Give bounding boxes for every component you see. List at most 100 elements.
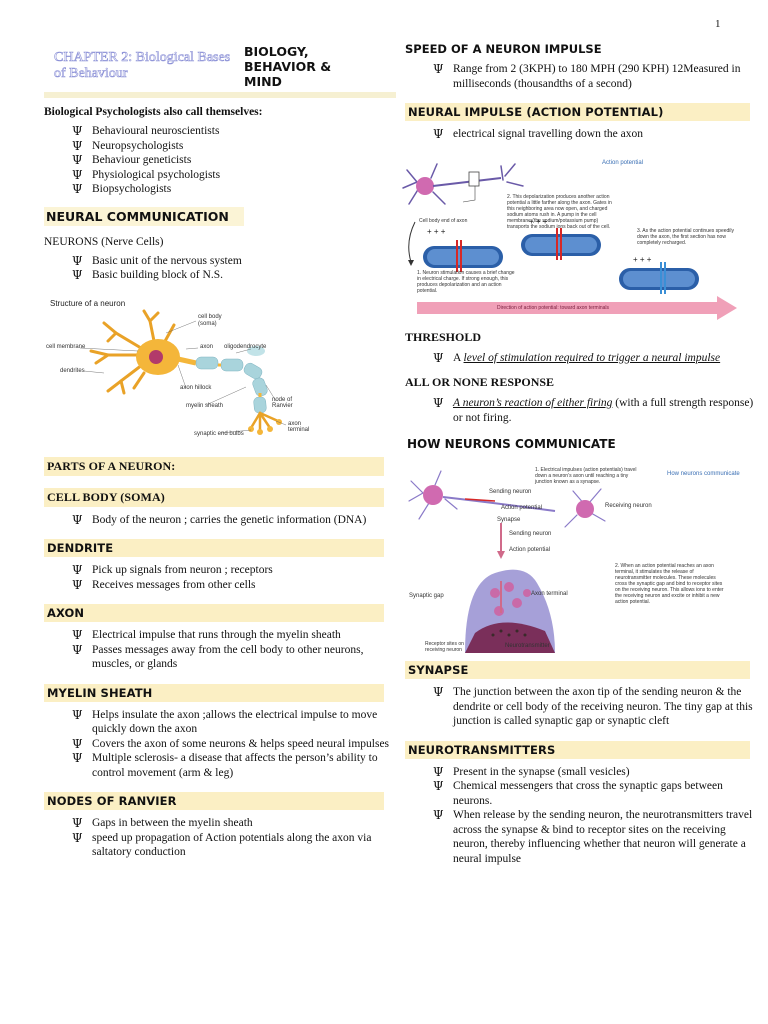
psi-bullet-icon: Ψ bbox=[433, 685, 444, 699]
how-neurons-communicate-heading: HOW NEURONS COMMUNICATE bbox=[405, 435, 645, 453]
label-synapse: Synapse bbox=[497, 517, 521, 523]
ap-step-1: 1. Neuron stimulation causes a brief cha… bbox=[417, 269, 515, 294]
label-receptor-sites: Receptor sites on receiving neuron bbox=[425, 641, 464, 653]
section-heading-dendrite: DENDRITE bbox=[44, 539, 384, 557]
document-header: CHAPTER 2: Biological Bases of Behaviour… bbox=[44, 40, 396, 98]
header-underline bbox=[44, 92, 396, 98]
section-heading-myelin-sheath: MYELIN SHEATH bbox=[44, 683, 384, 702]
document-title: BIOLOGY, BEHAVIOR & MIND bbox=[244, 44, 332, 89]
ap-step-3: 3. As the action potential continues spe… bbox=[637, 227, 735, 246]
psi-bullet-icon: Ψ bbox=[72, 577, 83, 592]
label-dendrites: dendrites bbox=[60, 367, 85, 374]
neuron-structure-figure: Structure of a neuron cell body (soma) c… bbox=[46, 293, 336, 443]
label-axon-hillock: axon hillock bbox=[180, 384, 212, 391]
neurons-label: NEURONS (Nerve Cells) bbox=[44, 235, 164, 248]
ap-figure-title: Action potential bbox=[602, 159, 644, 166]
all-or-none-heading: ALL OR NONE RESPONSE bbox=[405, 375, 555, 389]
parts-of-neuron-heading: PARTS OF A NEURON: bbox=[44, 456, 384, 476]
svg-text:+ + +: + + + bbox=[633, 255, 652, 264]
neuron-communication-figure: 1. Electrical impulses (action potential… bbox=[405, 463, 750, 653]
neuron-figure-title: Structure of a neuron bbox=[50, 298, 126, 308]
label-oligodendrocyte: oligodendrocyte bbox=[224, 343, 267, 350]
psi-bullet-icon: Ψ bbox=[72, 253, 83, 268]
psi-bullet-icon: Ψ bbox=[72, 182, 83, 196]
svg-text:+ + +: + + + bbox=[427, 227, 446, 236]
psi-bullet-icon: Ψ bbox=[433, 350, 444, 365]
psi-bullet-icon: Ψ bbox=[433, 62, 444, 76]
label-action-potential: Action potential bbox=[501, 505, 543, 511]
intro-text: Biological Psychologists also call thems… bbox=[44, 106, 263, 118]
section-heading-axon: AXON bbox=[44, 604, 384, 622]
comm-caption-2: 2. When an action potential reaches an a… bbox=[615, 563, 724, 605]
action-potential-figure: + + + + + + + + + Action potential Cell … bbox=[397, 152, 749, 322]
psi-bullet-icon: Ψ bbox=[72, 124, 83, 138]
label-sending-neuron: Sending neuron bbox=[489, 489, 532, 495]
label-action-potential-2: Action potential bbox=[509, 547, 551, 553]
psi-bullet-icon: Ψ bbox=[72, 512, 83, 527]
list-item: Ψ A neuron’s reaction of either firing (… bbox=[433, 396, 754, 424]
neural-communication-heading: NEURAL COMMUNICATION bbox=[44, 206, 244, 226]
psi-bullet-icon: Ψ bbox=[72, 563, 83, 577]
label-axon-terminal: Axon terminal bbox=[531, 591, 568, 597]
psi-bullet-icon: Ψ bbox=[72, 751, 83, 765]
all-or-none-list: Ψ A neuron’s reaction of either firing (… bbox=[433, 396, 755, 425]
psi-bullet-icon: Ψ bbox=[72, 707, 83, 722]
chapter-title: CHAPTER 2: Biological Bases of Behaviour bbox=[54, 50, 231, 82]
label-cell-body: cell body bbox=[198, 313, 222, 320]
section-heading-cell-body: CELL BODY (SOMA) bbox=[44, 487, 384, 507]
ap-cell-body-end: Cell body end of axon bbox=[419, 217, 468, 224]
label-neurotransmitter: Neurotransmitter bbox=[505, 643, 550, 649]
psi-bullet-icon: Ψ bbox=[433, 127, 444, 141]
psi-bullet-icon: Ψ bbox=[433, 808, 444, 822]
label-sending-neuron-2: Sending neuron bbox=[509, 531, 552, 537]
psi-bullet-icon: Ψ bbox=[72, 628, 83, 642]
ap-step-2: 2. This depolarization produces another … bbox=[507, 193, 612, 230]
left-column: CHAPTER 2: Biological Bases of Behaviour… bbox=[44, 40, 396, 860]
page-number: 1 bbox=[715, 18, 721, 30]
svg-text:+ + +: + + + bbox=[529, 217, 548, 226]
threshold-definition: level of stimulation required to trigger… bbox=[463, 351, 721, 364]
ap-direction-label: Direction of action potential: toward ax… bbox=[497, 304, 610, 311]
label-axon: axon bbox=[200, 343, 214, 350]
comm-caption-1: 1. Electrical impulses (action potential… bbox=[535, 467, 637, 485]
neurotransmitters-heading: NEUROTRANSMITTERS bbox=[405, 740, 750, 759]
psi-bullet-icon: Ψ bbox=[72, 642, 83, 657]
action-potential-diagram: + + + + + + + + + bbox=[402, 162, 737, 320]
label-axon-terminal: axon terminal bbox=[288, 420, 310, 433]
psi-bullet-icon: Ψ bbox=[72, 736, 83, 751]
label-synaptic-gap: Synaptic gap bbox=[409, 593, 444, 599]
psi-bullet-icon: Ψ bbox=[433, 779, 444, 793]
psi-bullet-icon: Ψ bbox=[72, 268, 83, 282]
psi-bullet-icon: Ψ bbox=[72, 830, 83, 845]
